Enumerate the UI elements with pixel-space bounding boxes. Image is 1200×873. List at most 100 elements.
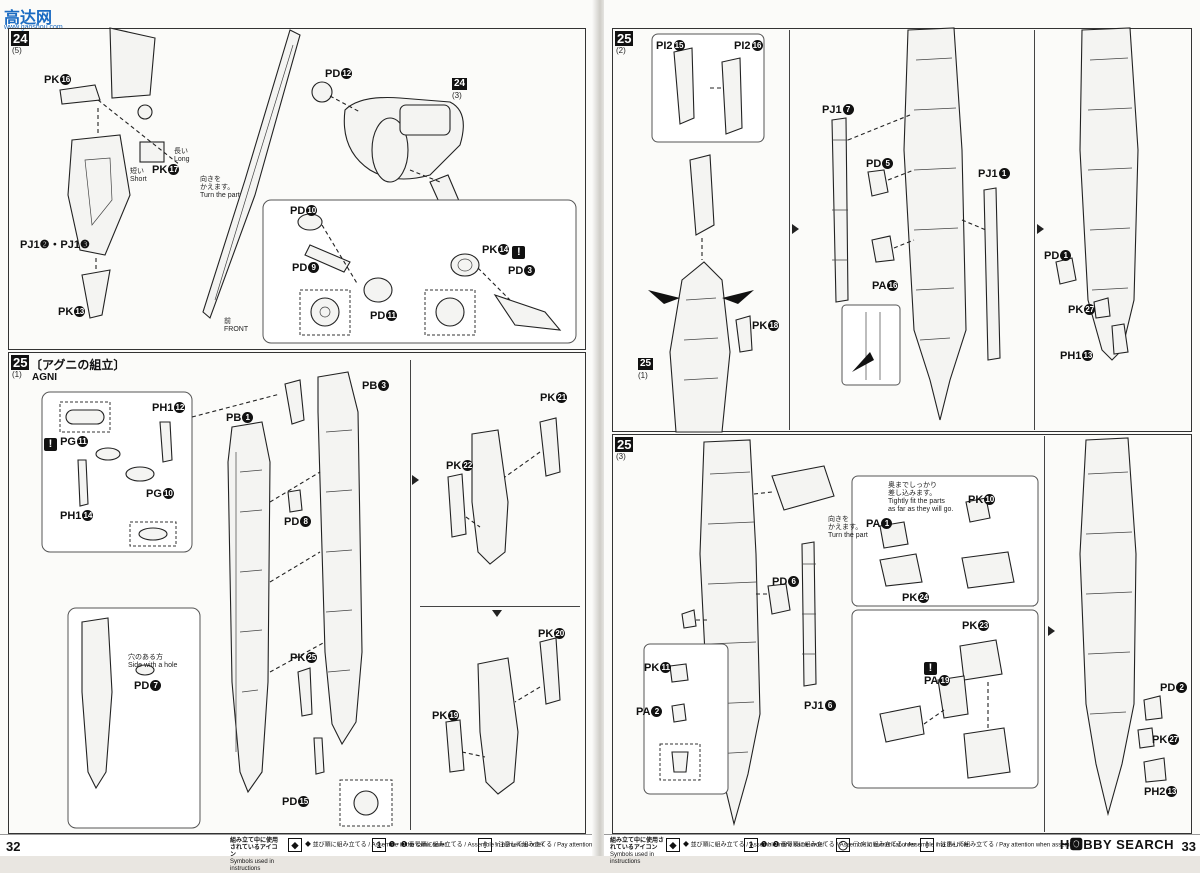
- divider: [789, 30, 790, 430]
- next-arrow: [792, 224, 799, 234]
- step-25-2-ref-sub: (1): [638, 371, 648, 380]
- legend-order: ◆◆ 並び順に組み立てる / Assemble in the same orde…: [288, 838, 446, 852]
- step-25-3-number: 25: [615, 437, 634, 452]
- step-24-sub: (5): [12, 46, 22, 55]
- step-25-1-title: AGNI: [32, 372, 57, 383]
- legend-caution: !! 注意して組み立てる / Pay attention when assemb…: [478, 838, 640, 852]
- caution-icon: !: [924, 662, 937, 675]
- step-25-2-ref-number: 25: [638, 358, 654, 370]
- down-arrow: [492, 610, 502, 617]
- step-25-1-sub: (1): [12, 370, 22, 379]
- watermark-url: www.gaoshou.com: [4, 24, 63, 31]
- label-pj12-pj13: PJ1❷・PJ1❸: [20, 239, 90, 251]
- step-24-frame: [8, 28, 586, 350]
- left-page: 高达网 www.gaoshou.com 24 (5): [0, 0, 640, 872]
- step-25-1-drawing: [41, 371, 561, 829]
- step-25-2-drawing: [648, 27, 1139, 433]
- step-25-2-number: 25: [615, 31, 634, 46]
- divider: [1044, 436, 1045, 832]
- right-page: 25 (2): [604, 0, 1200, 865]
- step-25-3-drawing: [643, 437, 1167, 827]
- caution-icon: !: [478, 838, 492, 852]
- step-25-1-number: 25: [11, 355, 30, 370]
- step-24-number: 24: [11, 31, 30, 46]
- order-icon: ◆: [288, 838, 302, 852]
- legend-caution-r: !! 注意して組み立てる / Pay attention when assemb…: [920, 838, 1082, 852]
- legend-order-r: ◆◆ 並び順に組み立てる / Assemble in the same orde…: [666, 838, 824, 852]
- order-icon: ◆: [666, 838, 680, 852]
- next-arrow: [1037, 224, 1044, 234]
- step-24-ref-sub: (3): [452, 91, 462, 100]
- step-25-1-frame: [8, 352, 586, 834]
- caution-icon: !: [920, 838, 934, 852]
- step-24-drawing: [59, 27, 577, 344]
- step-25-2-sub: (2): [616, 46, 626, 55]
- hole-icon: ◯: [836, 838, 850, 852]
- watermark-logo: 高达网: [4, 10, 53, 27]
- note-turn-part: 向きをかえます。Turn the part: [200, 176, 240, 199]
- divider: [410, 360, 411, 830]
- caution-icon: !: [44, 438, 57, 451]
- step-25-2-frame: [612, 28, 1192, 432]
- note-turn-part-2: 向きをかえます。Turn the part: [828, 516, 868, 539]
- next-arrow: [1048, 626, 1055, 636]
- next-arrow: [412, 475, 419, 485]
- page-number-left: 32: [6, 839, 21, 854]
- number-icon: 1: [744, 838, 758, 852]
- step-24-ref-number: 24: [452, 78, 468, 90]
- number-icon: 1: [372, 838, 386, 852]
- page-number-right: 33: [1181, 839, 1196, 854]
- step-25-3-frame: [612, 434, 1192, 834]
- caution-icon: !: [512, 246, 526, 259]
- step-25-1-title-jp: 〔アグニの組立〕: [30, 358, 126, 372]
- divider: [420, 606, 580, 607]
